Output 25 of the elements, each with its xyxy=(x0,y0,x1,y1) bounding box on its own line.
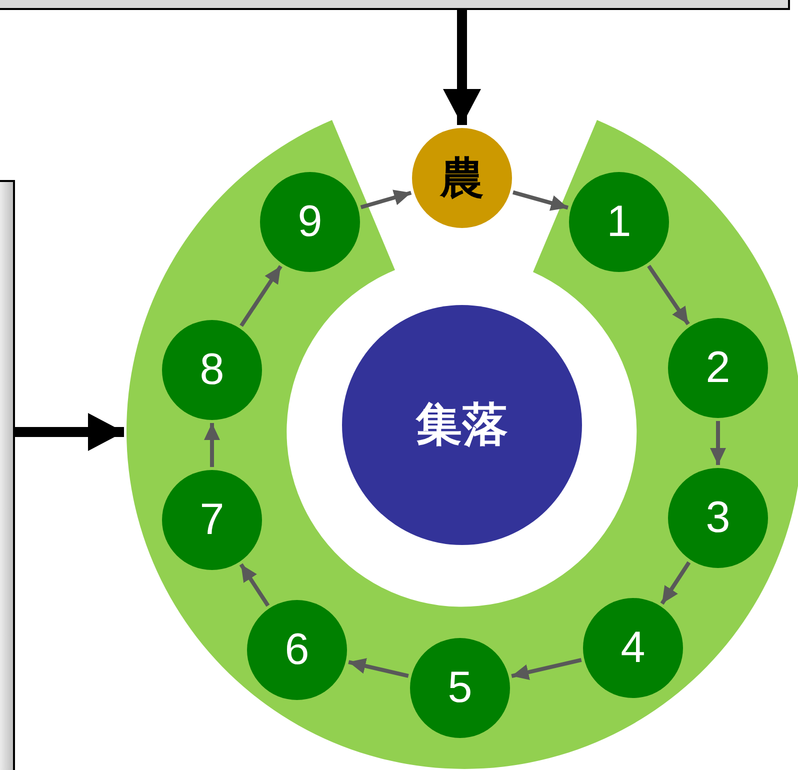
arrow xyxy=(443,10,481,125)
node-label: 集落 xyxy=(416,397,508,452)
arrow xyxy=(15,413,124,451)
node-label: 農 xyxy=(440,152,484,204)
arrow xyxy=(348,658,409,678)
node-label: 1 xyxy=(606,197,632,247)
node-label: 3 xyxy=(706,493,730,543)
node-label: 2 xyxy=(706,343,730,393)
arrow xyxy=(240,265,282,327)
node-label: 7 xyxy=(200,495,224,545)
node-label: 8 xyxy=(200,345,224,395)
arrow xyxy=(204,423,220,467)
arrow xyxy=(660,561,691,605)
arrow xyxy=(710,421,726,465)
panel-box xyxy=(0,180,15,770)
node-label: 9 xyxy=(298,197,322,247)
arrow xyxy=(512,190,568,211)
arrow xyxy=(511,658,582,680)
node-label: 5 xyxy=(448,663,472,713)
arrow xyxy=(360,190,412,210)
node-label: 6 xyxy=(284,625,310,675)
panel-box xyxy=(0,0,790,10)
arrow xyxy=(647,264,690,326)
node-label: 4 xyxy=(620,623,646,673)
arrow xyxy=(239,563,270,607)
